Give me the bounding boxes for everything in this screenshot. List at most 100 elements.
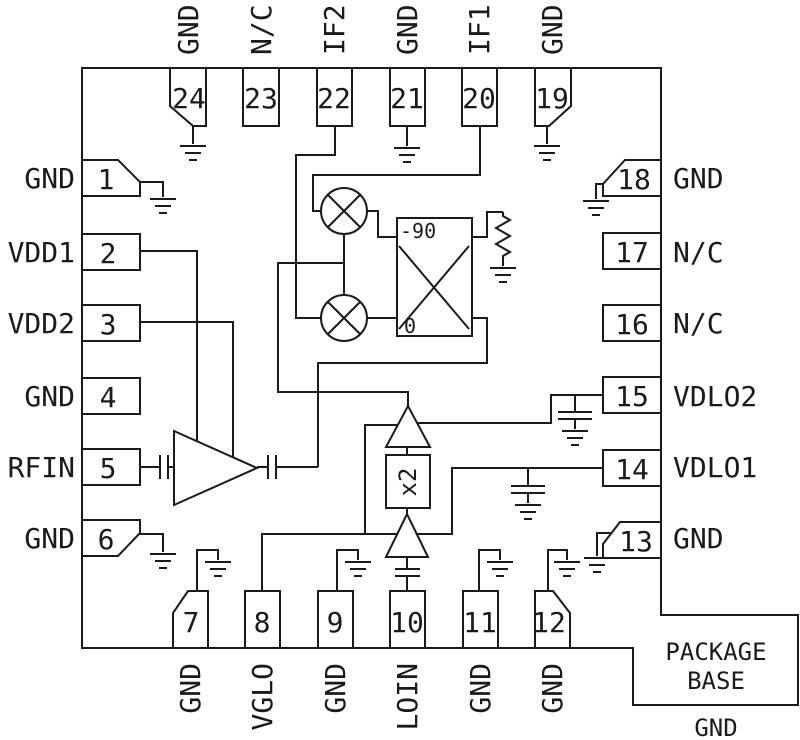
pin-3-number: 3: [100, 308, 117, 341]
capacitor-icon: [558, 395, 592, 429]
pin-4-number: 4: [100, 381, 117, 414]
pin-24-number: 24: [172, 82, 206, 115]
pin-10-box: [389, 590, 426, 649]
pin-21-number: 21: [390, 82, 424, 115]
vdlo1-trace: [417, 467, 603, 535]
ground-icon: [149, 553, 177, 569]
pin-2-label: VDD1: [8, 236, 75, 269]
pin-9-label: GND: [319, 663, 352, 714]
mixer1-to-hybrid-trace: [367, 210, 397, 238]
pin-20-number: 20: [462, 82, 496, 115]
pin-labels: GND VDD1 VDD2 GND RFIN GND GND N/C N/C V…: [8, 4, 758, 730]
vglo-trace: [261, 424, 397, 591]
pin-17-label: N/C: [673, 236, 724, 269]
pin-22-box: [316, 67, 353, 127]
pin-20-label: IF1: [463, 4, 496, 55]
pin-13-box: [602, 521, 662, 559]
pin-12-box: [534, 590, 571, 649]
pin-14-number: 14: [615, 453, 649, 486]
pin-1-number: 1: [98, 163, 115, 196]
pin-22-label: IF2: [318, 4, 351, 55]
pin-19-box: [534, 67, 572, 127]
pin-18-box: [602, 159, 662, 197]
pin-21-box: [389, 67, 426, 127]
frequency-doubler-box: [385, 454, 431, 509]
vdlo2-trace: [417, 394, 603, 424]
quadrature-hybrid: -90 0: [396, 217, 473, 338]
pin11-ground-wire: [478, 549, 501, 591]
pin6-ground-wire: [140, 533, 164, 552]
hybrid-to-resistor-trace: [472, 211, 503, 238]
resistor-icon: [493, 212, 513, 266]
pin-7-box: [172, 590, 209, 649]
pin-22-number: 22: [317, 82, 351, 115]
pin-11-box: [462, 590, 499, 649]
pin-8-label: VGLO: [246, 663, 279, 730]
pin-16-number: 16: [615, 308, 649, 341]
pin-15-box: [602, 376, 662, 414]
pin-19-label: GND: [536, 4, 569, 55]
pin-5-number: 5: [100, 452, 117, 485]
lo-chain: x2: [384, 403, 432, 577]
ground-icon: [582, 200, 610, 216]
ground-icon: [583, 557, 611, 573]
pin-18-label: GND: [673, 162, 724, 195]
pin-14-label: VDLO1: [673, 451, 757, 484]
package-base: PACKAGE BASE GND: [665, 638, 766, 740]
pin-7-number: 7: [183, 606, 200, 639]
lo-amp-bottom-symbol: [384, 511, 430, 558]
mixer-bottom: [320, 294, 368, 342]
mixer-top: [320, 187, 368, 235]
hybrid-port-label-0: 0: [404, 314, 416, 338]
vdd1-trace: [140, 250, 198, 441]
pins: 24 23 22 21 20 19 1 2 3 4 5 6 18 17 16 1…: [81, 67, 662, 649]
package-base-line1: PACKAGE: [665, 638, 766, 666]
ground-icon: [179, 145, 207, 161]
ground-icon: [344, 561, 372, 577]
hybrid-port-label-90: -90: [400, 219, 436, 243]
pin-1-box: [81, 159, 141, 197]
pin-13-number: 13: [619, 525, 653, 558]
pin-11-number: 11: [463, 606, 497, 639]
lo-amp-top-symbol: [384, 403, 432, 448]
hybrid-cross-line: [398, 245, 470, 330]
pin7-ground-wire: [196, 549, 219, 591]
ground-icon: [204, 561, 232, 577]
pin-3-label: VDD2: [8, 307, 75, 340]
pin-21-label: GND: [391, 4, 424, 55]
pin-12-number: 12: [532, 606, 566, 639]
ground-icon: [149, 198, 177, 214]
pin-23-box: [242, 67, 280, 127]
pin-8-box: [244, 590, 281, 649]
pin-19-number: 19: [535, 82, 569, 115]
pin9-ground-wire: [336, 549, 359, 591]
capacitor-icon: [511, 468, 545, 503]
package-base-line2: BASE: [687, 667, 745, 695]
pin-7-label: GND: [174, 663, 207, 714]
ground-icon: [489, 267, 517, 283]
pin-1-label: GND: [24, 162, 75, 195]
vdlo1-bypass-cap: [511, 468, 545, 520]
pin-20-box: [461, 67, 498, 127]
pin-2-box: [81, 233, 141, 271]
pin-2-number: 2: [100, 237, 117, 270]
pin-17-number: 17: [615, 236, 649, 269]
termination-resistor: [489, 212, 517, 283]
pin-12-label: GND: [536, 663, 569, 714]
pin-5-box: [81, 448, 141, 486]
pin-13-label: GND: [673, 522, 724, 555]
pin-3-box: [81, 304, 141, 342]
if1-trace: [312, 126, 481, 212]
rf-amplifier: [159, 429, 277, 507]
pin-4-label: GND: [24, 380, 75, 413]
hybrid-to-rf-trace: [317, 317, 488, 467]
pin1-ground-wire: [140, 181, 164, 197]
ground-icon: [561, 430, 589, 446]
pin-6-label: GND: [24, 522, 75, 555]
ground-icon: [514, 504, 542, 520]
pin-6-box: [81, 519, 141, 557]
pin-17-box: [602, 232, 662, 270]
pin-14-box: [602, 449, 662, 487]
